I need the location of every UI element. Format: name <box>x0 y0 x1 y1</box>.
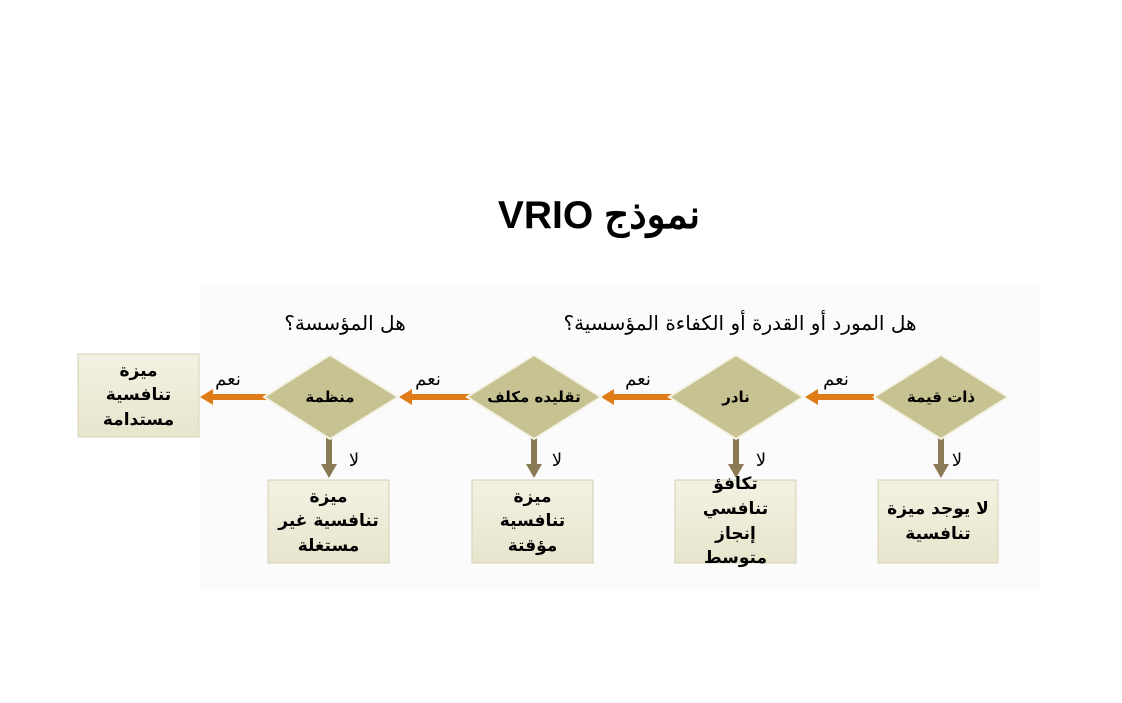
diamond-label-rare: نادر <box>722 387 750 406</box>
yes-arrow-costly-organized <box>399 389 470 405</box>
yes-label-rare: نعم <box>625 368 651 390</box>
box-label-parity: تكافؤ تنافسي إنجاز متوسط <box>702 474 769 569</box>
no-label-valuable: لا <box>951 449 963 471</box>
box-label-sustained: ميزة تنافسية مستدامة <box>102 360 175 430</box>
diamond-organized <box>262 353 400 441</box>
resource-question: هل المورد أو القدرة أو الكفاءة المؤسسية؟ <box>563 311 917 335</box>
yes-label-costly: نعم <box>415 368 441 390</box>
box-label-no-advantage: لا يوجد ميزة تنافسية <box>887 498 989 544</box>
diamond-label-organized: منظمة <box>305 387 355 406</box>
no-arrow-costly <box>526 436 542 478</box>
no-label-organized: لا <box>348 449 360 471</box>
no-arrow-rare <box>728 436 744 478</box>
no-label-rare: لا <box>755 449 767 471</box>
yes-arrow-valuable-rare <box>805 389 874 405</box>
diamond-valuable <box>872 353 1010 441</box>
no-arrow-valuable <box>933 436 949 478</box>
yes-label-valuable: نعم <box>823 368 849 390</box>
box-parity <box>674 479 797 564</box>
box-no-advantage <box>877 479 999 564</box>
box-label-unused: ميزة تنافسية غير مستغلة <box>278 486 379 556</box>
page-title: نموذج VRIO <box>497 194 701 237</box>
diamond-label-costly: تقليده مكلف <box>487 387 581 406</box>
box-sustained <box>77 353 200 438</box>
box-temporary <box>471 479 594 564</box>
no-arrow-organized <box>321 436 337 478</box>
yes-label-organized: نعم <box>215 368 241 390</box>
box-label-temporary: ميزة تنافسية مؤقتة <box>499 486 566 556</box>
diamond-costly <box>465 353 603 441</box>
no-label-costly: لا <box>551 449 563 471</box>
box-unused <box>267 479 390 564</box>
yes-arrow-rare-costly <box>601 389 672 405</box>
organization-question: هل المؤسسة؟ <box>284 311 406 335</box>
diamond-label-valuable: ذات قيمة <box>906 387 976 406</box>
diamond-rare <box>667 353 805 441</box>
yes-arrow-organized-sustained <box>200 389 271 405</box>
